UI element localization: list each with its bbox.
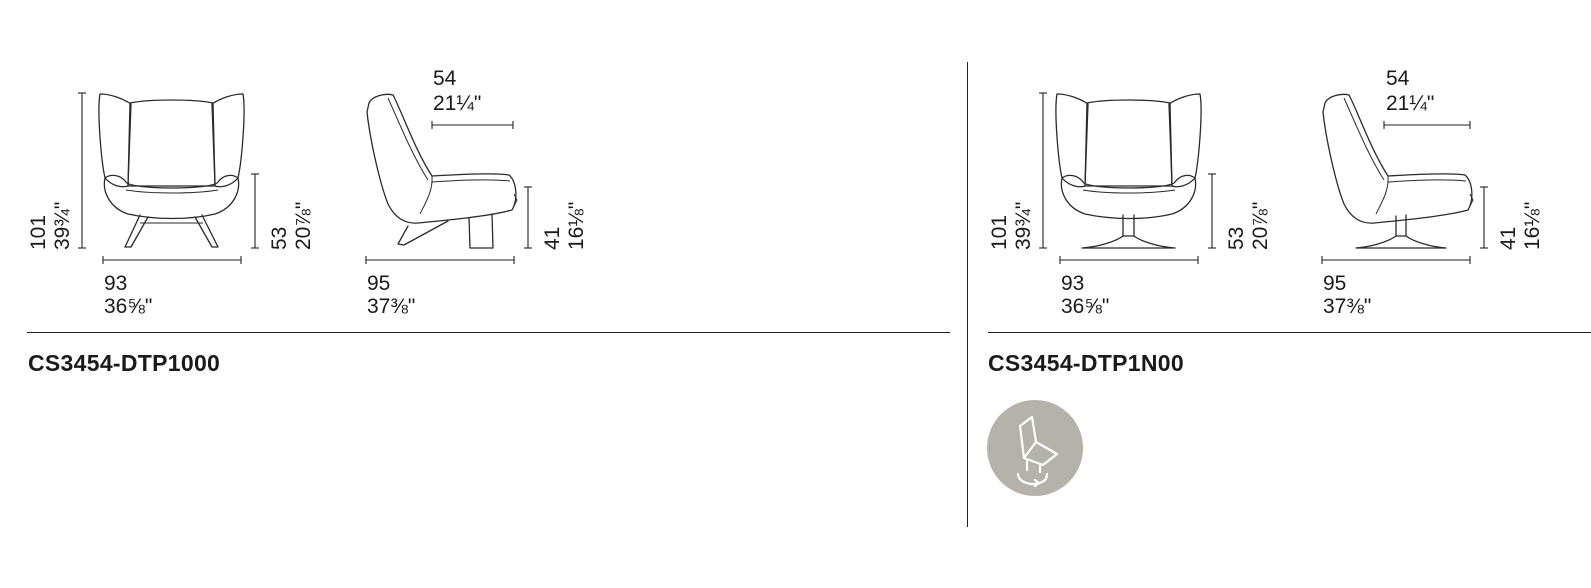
front-seat-cm: 53 xyxy=(1225,227,1248,250)
front-width-cm: 93 xyxy=(1061,272,1084,295)
swivel-chair-icon xyxy=(1016,415,1059,488)
dimension-drawings: 101 39¾" 93 36⅝" 53 20⅞" xyxy=(27,67,588,318)
front-seat-cm: 53 xyxy=(268,227,291,250)
model-code: CS3454-DTP1000 xyxy=(28,350,221,376)
front-width-in: 36⅝" xyxy=(1061,295,1109,318)
panel-divider xyxy=(967,62,968,527)
model-panel-dtp1n00: 101 39¾" 93 36⅝" 53 20⅞" xyxy=(966,0,1591,588)
side-dimensions: 54 21¼" 95 37⅜" 41 16⅛" xyxy=(365,67,588,318)
side-top-in: 21¼" xyxy=(433,92,481,115)
side-depth-in: 37⅜" xyxy=(367,295,415,318)
front-dimensions: 101 39¾" 93 36⅝" 53 20⅞" xyxy=(988,92,1272,318)
side-view-chair xyxy=(1322,93,1474,249)
side-seat-in: 16⅛" xyxy=(565,202,588,250)
front-seat-in: 20⅞" xyxy=(292,202,315,250)
front-dimensions: 101 39¾" 93 36⅝" 53 20⅞" xyxy=(27,92,315,318)
side-dimensions: 54 21¼" 95 37⅜" 41 16⅛" xyxy=(1321,67,1544,318)
front-height-cm: 101 xyxy=(988,215,1011,250)
swivel-badge xyxy=(987,400,1083,496)
side-depth-cm: 95 xyxy=(1323,272,1346,295)
separator-line xyxy=(27,332,950,333)
front-height-in: 39¾" xyxy=(1012,202,1035,250)
front-seat-in: 20⅞" xyxy=(1249,202,1272,250)
side-depth-in: 37⅜" xyxy=(1323,295,1371,318)
dimension-drawings: 101 39¾" 93 36⅝" 53 20⅞" xyxy=(988,67,1544,318)
side-depth-cm: 95 xyxy=(367,272,390,295)
front-view-chair xyxy=(1055,93,1202,249)
side-top-cm: 54 xyxy=(433,67,457,90)
side-top-in: 21¼" xyxy=(1386,92,1434,115)
model-code: CS3454-DTP1N00 xyxy=(988,350,1184,376)
side-top-cm: 54 xyxy=(1386,67,1410,90)
side-seat-cm: 41 xyxy=(1497,227,1520,250)
front-height-in: 39¾" xyxy=(51,202,74,250)
model-panel-dtp1000: 101 39¾" 93 36⅝" 53 20⅞" xyxy=(27,67,950,376)
front-width-cm: 93 xyxy=(104,272,127,295)
separator-line xyxy=(988,332,1591,333)
front-height-cm: 101 xyxy=(27,215,50,250)
front-view-chair xyxy=(98,93,245,248)
side-seat-in: 16⅛" xyxy=(1521,202,1544,250)
front-width-in: 36⅝" xyxy=(104,295,152,318)
side-view-chair xyxy=(366,93,518,249)
side-seat-cm: 41 xyxy=(541,227,564,250)
